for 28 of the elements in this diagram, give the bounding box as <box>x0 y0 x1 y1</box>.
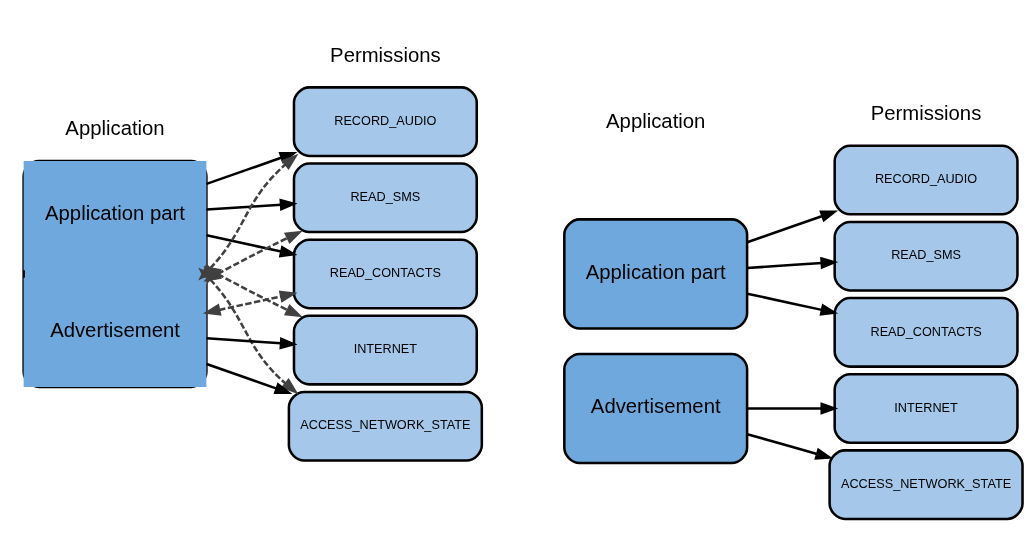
arrow <box>747 401 839 415</box>
arrow <box>202 290 298 316</box>
node-box: RECORD_AUDIO <box>292 85 478 157</box>
node-box: READ_CONTACTS <box>292 237 478 309</box>
node-box: ACCESS_NETWORK_STATE <box>287 390 484 462</box>
label: Permissions <box>330 43 441 66</box>
node-box: INTERNET <box>833 372 1019 444</box>
arrow <box>746 432 834 460</box>
arrow <box>206 198 298 211</box>
arrow <box>747 291 839 316</box>
node-box: READ_SMS <box>833 220 1019 292</box>
arrow <box>206 233 298 257</box>
node-box: Advertisement <box>23 277 207 387</box>
label: Application <box>65 116 165 139</box>
arrow <box>747 256 839 269</box>
node-box: INTERNET <box>292 314 478 386</box>
arrow <box>746 209 839 243</box>
label: Application <box>606 109 706 132</box>
node-box: READ_SMS <box>292 161 478 233</box>
node-box: ACCESS_NETWORK_STATE <box>828 448 1024 520</box>
node-box: Application part <box>563 217 749 330</box>
node-box: READ_CONTACTS <box>833 296 1019 368</box>
node-box: RECORD_AUDIO <box>833 144 1019 216</box>
arrow <box>206 362 293 394</box>
node-box: Application part <box>23 160 207 270</box>
label: Permissions <box>870 101 982 124</box>
arrow <box>206 336 298 349</box>
node-box: Advertisement <box>563 352 749 464</box>
